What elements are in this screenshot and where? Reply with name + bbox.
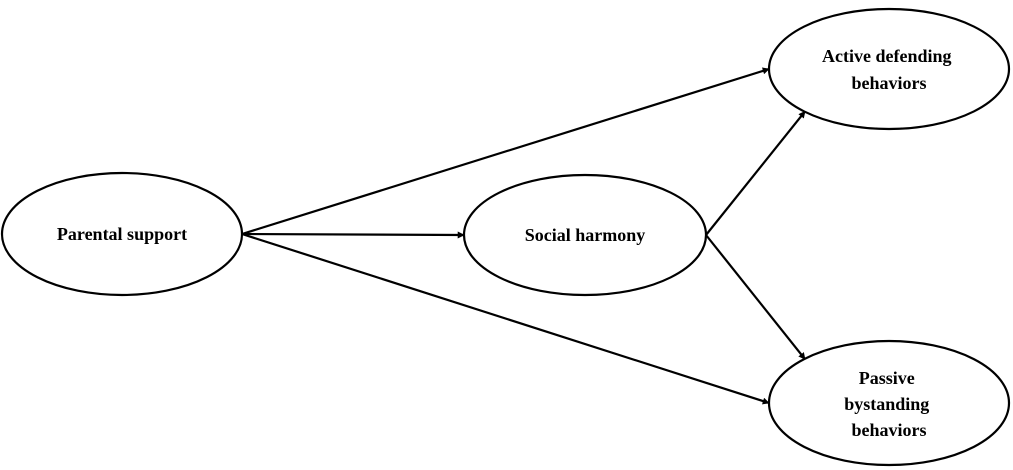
active-defending-ellipse <box>767 7 1011 131</box>
node-parental-support: Parental support <box>0 171 244 297</box>
edge-social-harmony-to-passive-bystanding <box>705 234 806 360</box>
node-active-defending-behaviors: Active defending behaviors <box>767 7 1011 131</box>
social-harmony-ellipse <box>462 173 708 297</box>
edge-parental-support-to-passive-bystanding <box>241 232 770 405</box>
passive-bystanding-label-line-1: Passive <box>859 368 915 388</box>
passive-bystanding-label: Passive bystanding behaviors <box>844 368 934 440</box>
passive-bystanding-label-line-3: behaviors <box>851 420 926 440</box>
edge-parental-support-to-active-defending <box>241 67 770 236</box>
passive-bystanding-ellipse <box>767 339 1011 467</box>
social-harmony-label: Social harmony <box>525 225 646 245</box>
social-harmony-label-line-1: Social harmony <box>525 225 646 245</box>
node-social-harmony: Social harmony <box>462 173 708 297</box>
parental-support-label-line-1: Parental support <box>57 224 187 244</box>
active-defending-label: Active defending behaviors <box>822 46 956 93</box>
edge-parental-support-to-social-harmony <box>241 231 465 239</box>
parental-support-label: Parental support <box>57 224 187 244</box>
edges-layer <box>241 67 806 405</box>
active-defending-label-line-2: behaviors <box>851 73 926 93</box>
active-defending-label-line-1: Active defending <box>822 46 952 66</box>
node-passive-bystanding-behaviors: Passive bystanding behaviors <box>767 339 1011 467</box>
edge-social-harmony-to-active-defending <box>705 110 806 236</box>
passive-bystanding-label-line-2: bystanding <box>844 394 929 414</box>
parental-support-ellipse <box>0 171 244 297</box>
